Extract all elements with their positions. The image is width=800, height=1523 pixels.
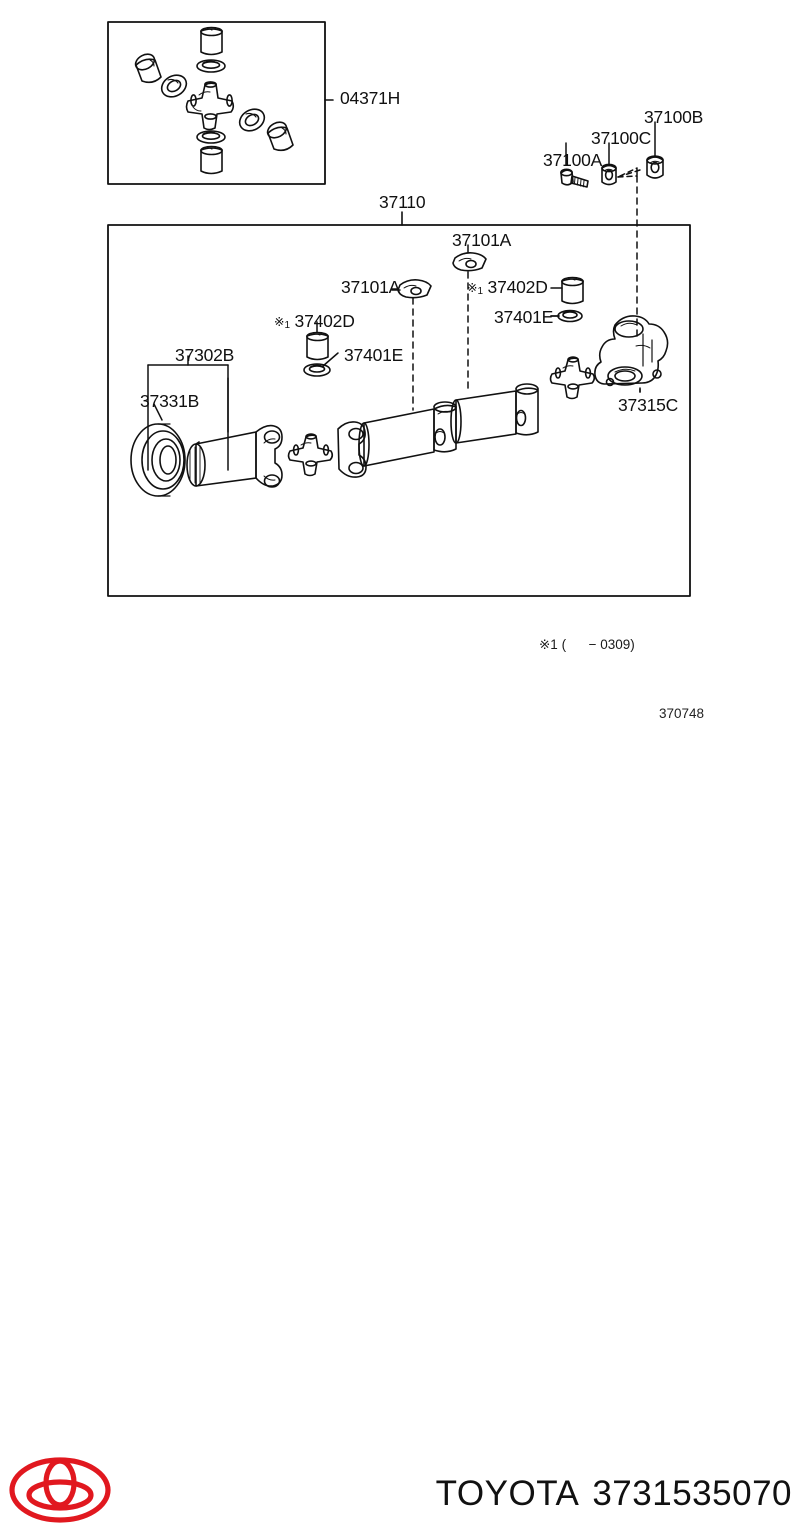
note-index: 1 <box>284 320 290 331</box>
clamp-37101A-right <box>452 252 487 272</box>
spider-joint-2 <box>549 356 596 400</box>
part-label-37100B: 37100B <box>644 107 704 127</box>
part-label-37402D-right: ※1 37402D <box>467 277 548 297</box>
fastener-nut-37100C <box>601 163 617 186</box>
part-number-text: 37402D <box>294 311 355 331</box>
fastener-branch-tick <box>617 175 638 178</box>
spider-joint-1 <box>287 433 334 477</box>
part-label-37100A: 37100A <box>543 150 603 170</box>
cushion-37402D-left <box>306 331 329 361</box>
inset-bearing-cup-right <box>266 121 294 152</box>
inset-snap-ring-top <box>196 59 226 73</box>
note-marker-icon: ※ <box>274 315 285 329</box>
inset-snap-ring-right <box>238 108 266 132</box>
cushion-37402D-right <box>561 276 584 305</box>
propeller-shaft-front-section <box>337 401 457 478</box>
part-label-37100C: 37100C <box>591 128 652 148</box>
part-label-04371H: 04371H <box>340 88 401 108</box>
note-marker-icon: ※ <box>467 281 478 295</box>
figure-footnote: ※1 ( − 0309) <box>539 637 635 652</box>
inset-bearing-cup-bottom <box>200 145 223 175</box>
part-number: 3731535070 <box>592 1474 792 1513</box>
washer-37401E-left <box>303 363 331 377</box>
parts-diagram-canvas <box>107 21 691 597</box>
part-label-37401E-left: 37401E <box>344 345 404 365</box>
clamp-37101A-left <box>397 279 432 299</box>
part-number-text: 37402D <box>487 277 548 297</box>
propeller-shaft-rear-section <box>450 383 539 444</box>
inset-snap-ring-bottom <box>196 130 226 144</box>
part-label-37302B: 37302B <box>175 345 235 365</box>
fastener-nut-37100B <box>646 155 664 179</box>
inset-bearing-cup-left <box>134 53 162 84</box>
part-label-37331B: 37331B <box>140 391 200 411</box>
part-label-37101A-right: 37101A <box>452 230 512 250</box>
parts-diagram-page: 04371H 37110 37100A 37100C 37100B 37101A… <box>0 21 800 1523</box>
brand-bar: TOYOTA 3731535070 <box>0 726 800 1523</box>
inset-box <box>107 21 326 185</box>
leader-37331B <box>153 403 163 421</box>
center-support-bearing-37331B <box>130 423 186 497</box>
part-label-37401E-right: 37401E <box>494 307 554 327</box>
inset-bearing-cup-top <box>200 26 223 56</box>
brand-name: TOYOTA <box>435 1474 580 1513</box>
inset-spider-cross <box>185 81 235 131</box>
main-box <box>107 224 691 597</box>
part-label-37101A-left: 37101A <box>341 277 401 297</box>
center-bearing-bracket-37315C <box>594 315 669 387</box>
part-label-37110: 37110 <box>379 192 426 212</box>
fastener-bolt-37100A <box>560 168 589 188</box>
leader-37401E-left <box>322 352 339 367</box>
part-label-37315C: 37315C <box>618 395 679 415</box>
part-label-37402D-left: ※1 37402D <box>274 311 355 331</box>
sleeve-yoke-37302B <box>186 424 283 488</box>
note-index: 1 <box>477 286 483 297</box>
brand-part-number-line: TOYOTA 3731535070 <box>0 1474 792 1514</box>
inset-snap-ring-left <box>160 74 188 98</box>
washer-37401E-right <box>557 309 583 323</box>
figure-id: 370748 <box>659 706 705 721</box>
